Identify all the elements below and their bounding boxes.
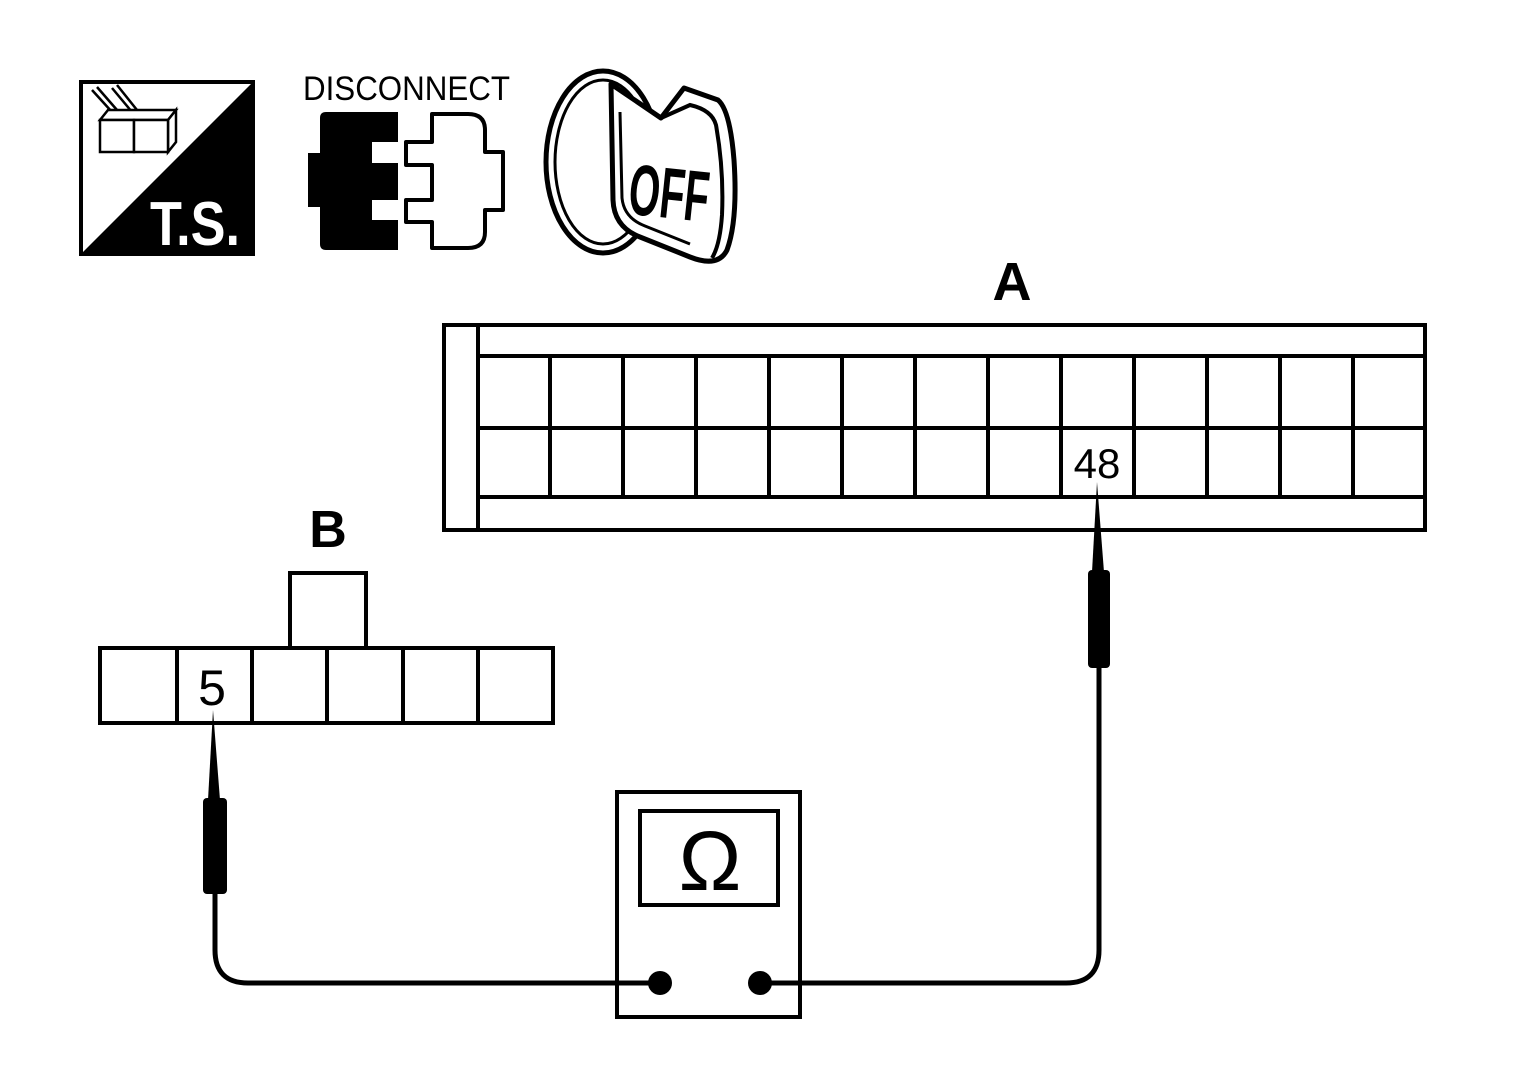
disconnect-connector-icon: DISCONNECT	[303, 70, 510, 250]
ts-black-triangle	[81, 82, 253, 254]
male-connector-half-icon	[308, 112, 398, 250]
meter-ohm-symbol: Ω	[679, 814, 742, 908]
connector-b-label: B	[309, 501, 347, 559]
lead-b-wire	[212, 894, 660, 986]
probe-b	[203, 710, 660, 986]
mini-connector-icon	[91, 84, 179, 156]
ignition-off-label: OFF	[625, 150, 713, 238]
lead-a-wire	[760, 668, 1102, 986]
probe-a-handle	[1088, 570, 1110, 668]
meter-terminal-right	[748, 971, 772, 995]
connector-a-cavity-grid	[478, 354, 1425, 499]
ohmmeter-icon: Ω	[615, 790, 802, 1019]
probe-b-tip	[208, 710, 220, 800]
probe-b-handle	[203, 798, 227, 894]
disconnect-label: DISCONNECT	[303, 70, 510, 108]
connector-a: A 48	[442, 252, 1427, 532]
ts-label: T.S.	[150, 190, 240, 259]
probe-a	[760, 482, 1110, 986]
meter-display	[638, 809, 780, 907]
probe-a-tip	[1092, 482, 1104, 572]
tester-connector-icon: T.S.	[79, 80, 255, 259]
female-connector-half-icon	[404, 112, 505, 250]
ignition-key-bevel	[660, 102, 725, 260]
connector-a-terminal-number: 48	[1074, 440, 1121, 487]
connector-a-label: A	[993, 252, 1032, 312]
ignition-key-icon: OFF	[543, 68, 738, 264]
connector-b-terminal-number: 5	[198, 660, 226, 716]
connector-b: B 5	[98, 501, 555, 725]
ignition-key-head	[608, 81, 738, 264]
meter-body	[615, 790, 802, 1019]
connector-b-cavity-grid	[175, 648, 480, 723]
connector-b-lock-tab	[288, 571, 368, 650]
ignition-key-inner-edge	[618, 111, 691, 246]
meter-terminal-left	[648, 971, 672, 995]
